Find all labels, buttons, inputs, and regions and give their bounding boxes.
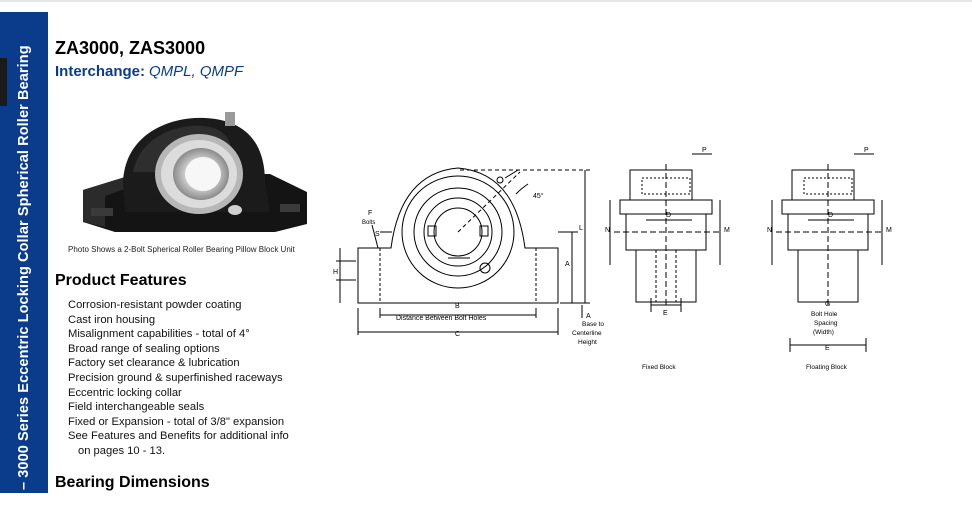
feature-item: Broad range of sealing options (68, 342, 220, 355)
feature-item: Fixed or Expansion - total of 3/8" expan… (68, 415, 285, 428)
float-g-desc2: Spacing (814, 320, 838, 327)
product-photo (83, 112, 307, 232)
interchange-value: QMPL, QMPF (149, 63, 244, 80)
float-label-m: M (886, 227, 892, 234)
interchange-label: Interchange: (55, 63, 146, 80)
feature-item: See Features and Benefits for additional… (68, 430, 289, 457)
fixed-label-d: D (666, 212, 671, 219)
top-rule (0, 0, 972, 2)
fixed-label-e: E (663, 310, 668, 317)
label-b-desc: Distance Between Bolt Holes (396, 315, 487, 322)
dimension-drawing: F Bolts S H L A 45° B Distance Between B… (333, 147, 892, 371)
dimensions-heading: Bearing Dimensions (55, 474, 210, 491)
front-view (336, 167, 590, 335)
float-label-g: G (825, 301, 830, 308)
label-s: S (375, 231, 380, 238)
label-bolts: Bolts (362, 220, 375, 226)
float-label-d: D (828, 212, 833, 219)
label-f: F (368, 210, 372, 217)
floating-caption: Floating Block (806, 364, 848, 371)
feature-item: Field interchangeable seals (68, 401, 205, 414)
fixed-label-m: M (724, 227, 730, 234)
label-h: H (333, 269, 338, 276)
floating-block-view (771, 153, 883, 352)
feature-item: Cast iron housing (68, 313, 156, 326)
label-a2-desc3: Height (578, 339, 597, 346)
feature-item: Factory set clearance & lubrication (68, 357, 240, 370)
label-b: B (455, 303, 460, 310)
fixed-label-p: P (702, 147, 707, 154)
float-g-desc1: Bolt Hole (811, 311, 838, 318)
float-label-p: P (864, 147, 869, 154)
float-label-n: N (767, 227, 772, 234)
label-angle: 45° (533, 192, 544, 200)
fixed-block-view (609, 153, 721, 312)
label-l: L (579, 225, 583, 232)
feature-item: Misalignment capabilities - total of 4° (68, 328, 250, 341)
feature-item: Eccentric locking collar (68, 386, 182, 399)
left-tab (0, 58, 7, 106)
label-a2-desc1: Base to (582, 321, 604, 328)
float-label-e: E (825, 345, 830, 352)
fixed-caption: Fixed Block (642, 364, 676, 371)
label-a: A (565, 261, 570, 268)
float-g-desc3: (Width) (813, 329, 834, 336)
label-a2-desc2: Centerline (572, 330, 602, 337)
interchange-line: Interchange:QMPL, QMPF (55, 63, 243, 80)
fixed-label-n: N (605, 227, 610, 234)
label-a2: A (586, 313, 591, 320)
page-title: ZA3000, ZAS3000 (55, 38, 206, 58)
feature-item: Precision ground & superfinished raceway… (68, 371, 283, 384)
features-heading: Product Features (55, 272, 187, 289)
side-title: 000 – 3000 Series Eccentric Locking Coll… (16, 45, 32, 519)
label-c: C (455, 331, 460, 338)
feature-item: Corrosion-resistant powder coating (68, 299, 242, 311)
features-list: Corrosion-resistant powder coating Cast … (68, 298, 298, 459)
photo-caption: Photo Shows a 2-Bolt Spherical Roller Be… (68, 245, 295, 254)
side-band: 000 – 3000 Series Eccentric Locking Coll… (0, 12, 48, 519)
